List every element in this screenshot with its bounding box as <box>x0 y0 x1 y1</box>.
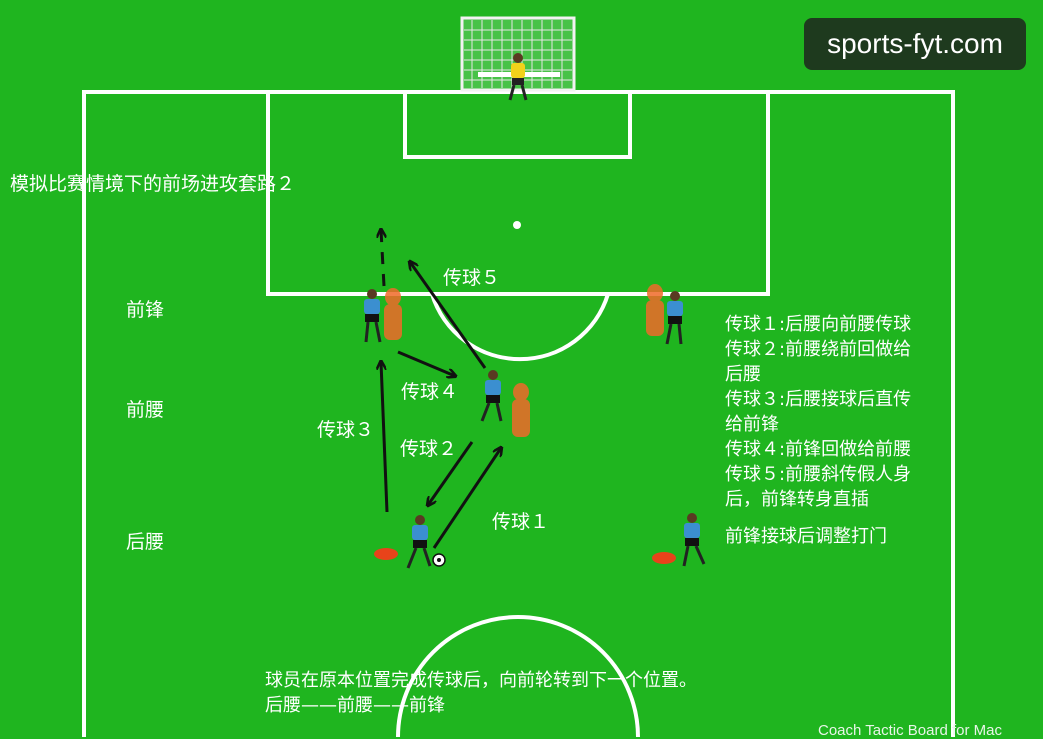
legend-line: 给前锋 <box>725 414 779 435</box>
legend-line: 传球１:后腰向前腰传球 <box>725 314 912 335</box>
player-forward-right <box>665 291 683 345</box>
cone-left <box>374 548 398 560</box>
arrow-pass-3 <box>381 362 389 513</box>
role-label-defensive-mid: 后腰 <box>126 531 165 553</box>
role-label-attacking-mid: 前腰 <box>126 399 165 421</box>
pass-label-5: 传球５ <box>443 267 501 289</box>
app-credit: Coach Tactic Board for Mac <box>818 722 1002 739</box>
rotation-note-line-2: 后腰——前腰——前锋 <box>265 695 445 716</box>
player-attacking-mid <box>480 370 503 422</box>
pass-label-1: 传球１ <box>492 511 550 533</box>
field-lines <box>82 90 955 737</box>
penalty-spot <box>513 221 521 229</box>
legend-spacer <box>725 512 911 524</box>
center-circle <box>396 615 640 737</box>
legend-line: 后腰 <box>725 364 761 385</box>
arrow-pass-4 <box>397 350 455 376</box>
pass-label-3: 传球３ <box>317 419 375 441</box>
pass-legend: 传球１:后腰向前腰传球 传球２:前腰绕前回做给 后腰 传球３:后腰接球后直传 给… <box>725 312 911 549</box>
legend-line: 后，前锋转身直插 <box>725 489 869 510</box>
legend-line: 传球５:前腰斜传假人身 <box>725 464 912 485</box>
ball <box>432 553 446 567</box>
watermark-badge: sports-fyt.com <box>804 18 1026 70</box>
rotation-note-line-1: 球员在原本位置完成传球后，向前轮转到下一个位置。 <box>265 670 697 691</box>
drill-title: 模拟比赛情境下的前场进攻套路２ <box>10 173 296 195</box>
cone-right <box>652 552 676 564</box>
player-defensive-mid-left <box>406 515 432 569</box>
mannequin-forward-right <box>646 284 664 336</box>
player-forward-left <box>364 289 382 343</box>
legend-line: 传球２:前腰绕前回做给 <box>725 339 912 360</box>
player-defensive-mid-right <box>682 513 706 567</box>
role-label-forward: 前锋 <box>126 299 165 321</box>
arrow-forward-run <box>381 230 384 287</box>
mannequin-attacking-mid <box>512 383 530 437</box>
rotation-note: 球员在原本位置完成传球后，向前轮转到下一个位置。 后腰——前腰——前锋 <box>265 668 697 718</box>
pass-label-4: 传球４ <box>401 381 459 403</box>
arrow-pass-2 <box>428 441 474 505</box>
legend-line: 传球４:前锋回做给前腰 <box>725 439 912 460</box>
arrow-pass-5 <box>410 262 487 369</box>
goalkeeper <box>508 53 528 101</box>
goal-area <box>403 90 632 159</box>
arrow-pass-1 <box>432 448 501 549</box>
penalty-arc <box>430 293 610 362</box>
mannequin-forward-left <box>384 288 402 340</box>
legend-line: 前锋接球后调整打门 <box>725 526 887 547</box>
pass-label-2: 传球２ <box>400 438 458 460</box>
legend-line: 传球３:后腰接球后直传 <box>725 389 912 410</box>
